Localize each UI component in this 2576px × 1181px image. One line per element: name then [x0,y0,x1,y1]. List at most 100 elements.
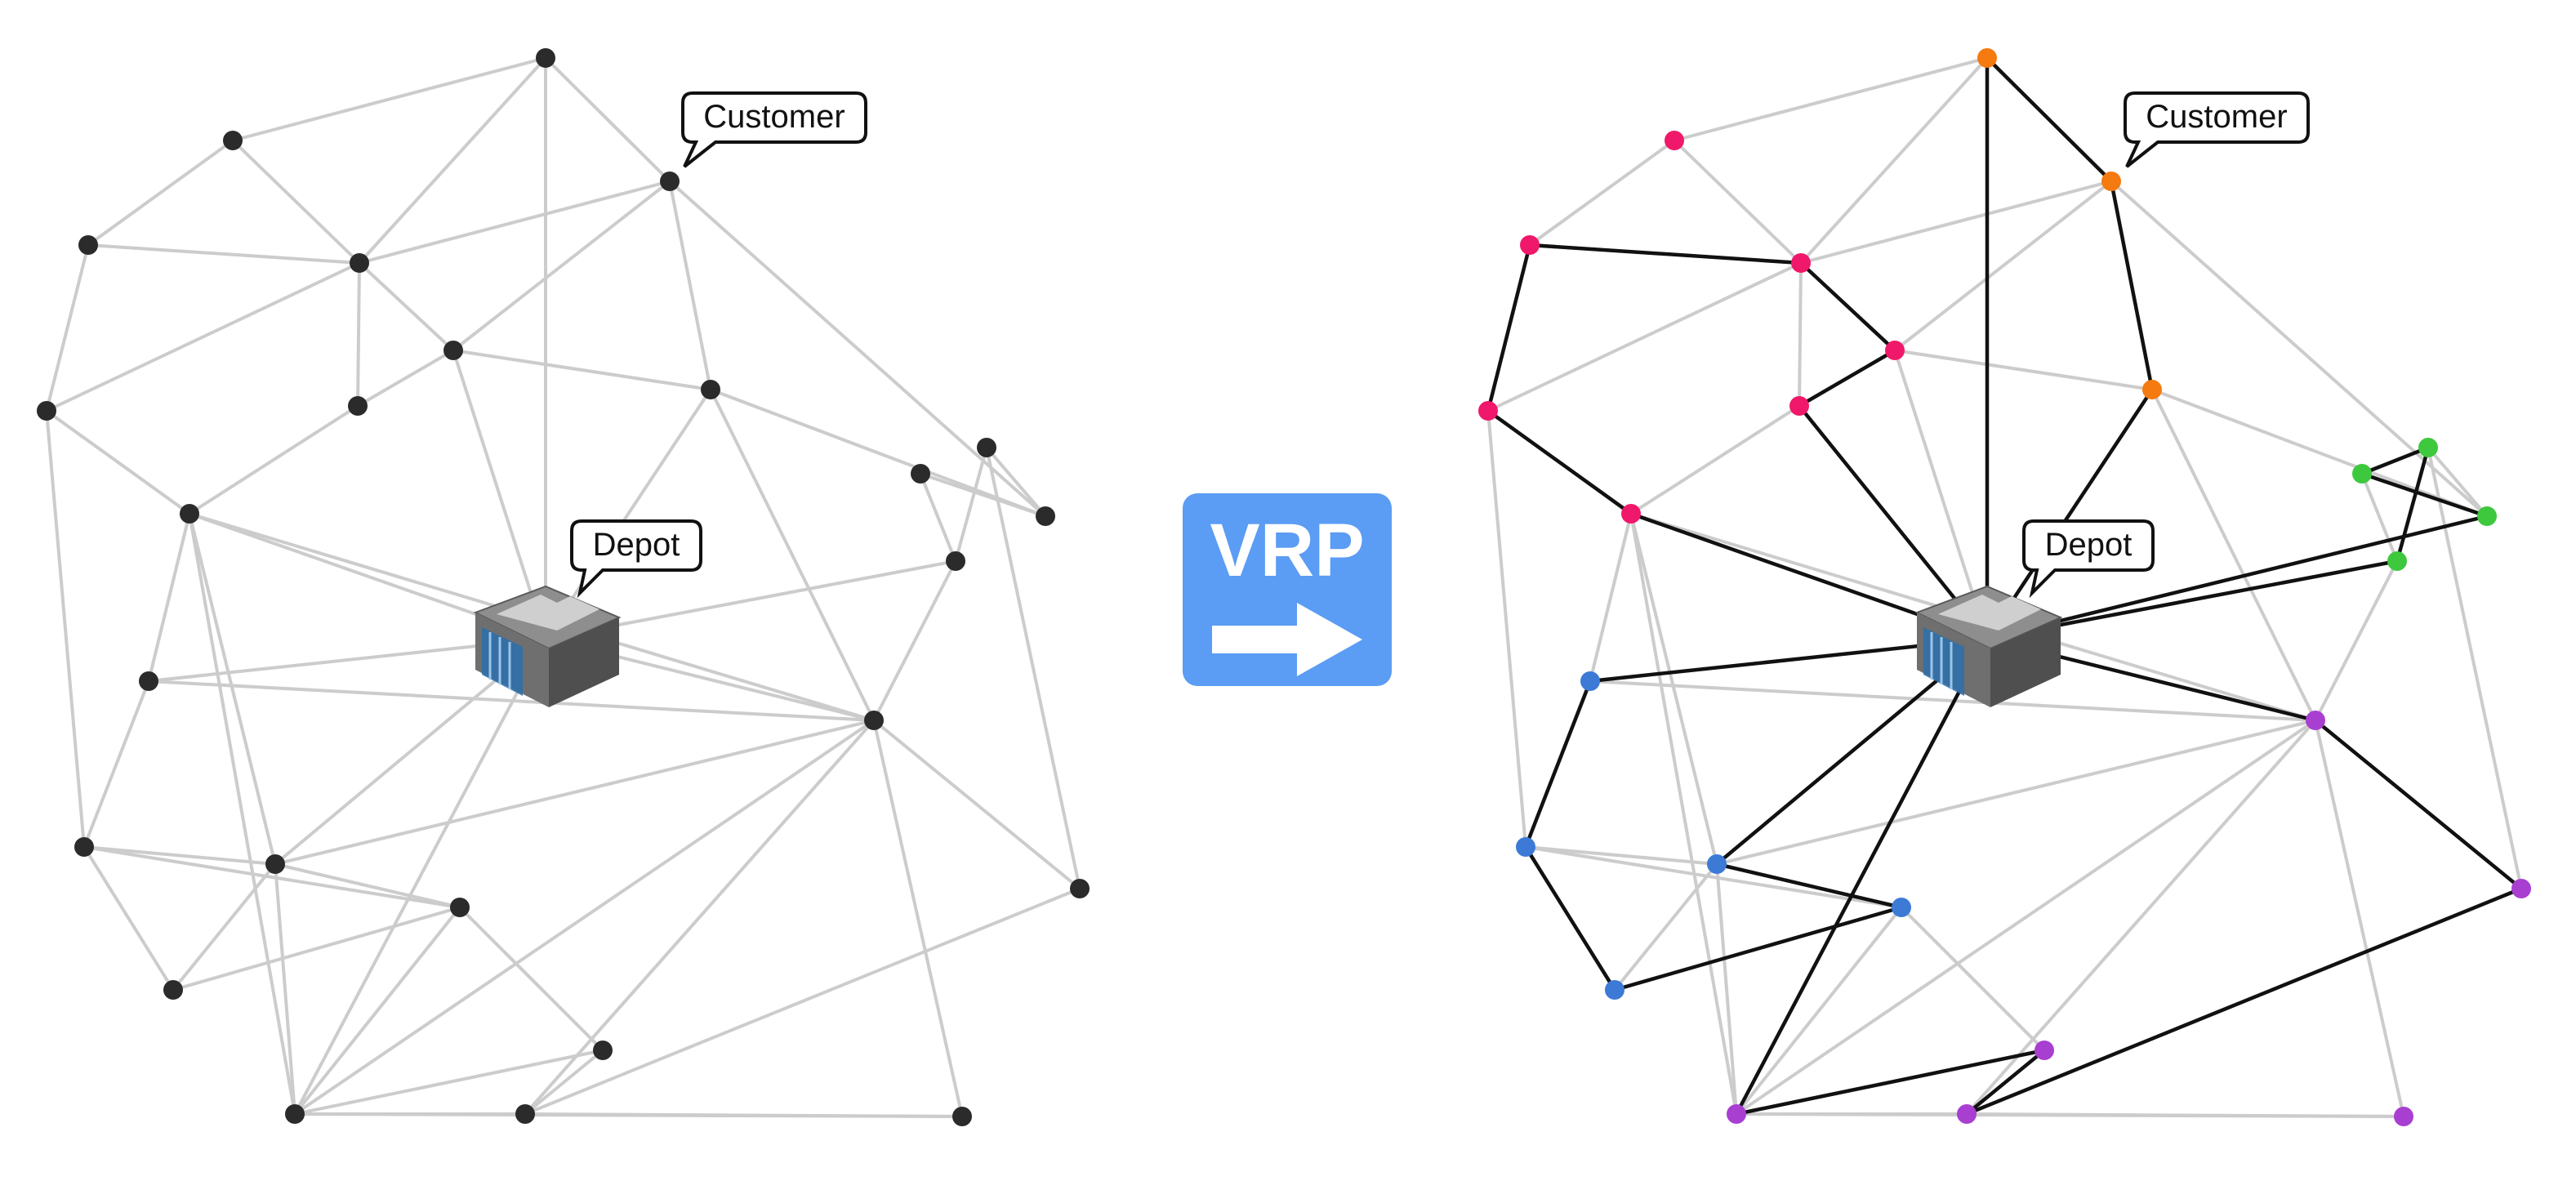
graph-edge-before [45,410,86,848]
customer-node-blue [1892,898,1911,917]
graph-edge-before [356,349,455,408]
graph-edge-after [1589,513,1633,682]
depot-label: Depot [593,527,680,563]
customer-node [1070,879,1090,898]
graph-edge-after [1798,262,1803,407]
graph-edge-before [452,349,711,391]
customer-node [593,1041,613,1060]
graph-edge-before [524,1049,604,1116]
route-edge [1798,349,1896,408]
customer-node [285,1104,305,1124]
customer-callout-after: Customer [2124,91,2310,168]
warehouse-icon [473,585,622,707]
customer-node-purple [1727,1104,1746,1124]
graph-edge-before [954,447,988,562]
customer-node-blue [1707,854,1727,874]
graph-edge-before [87,243,360,265]
route-edge [1966,886,2522,1116]
customer-node-purple [2394,1107,2413,1126]
route-edge [1736,1048,2045,1116]
arrow-right-icon [1212,603,1362,676]
graph-edge-after [2360,473,2399,562]
graph-edge-after [1528,139,1676,247]
graph-edge-before [524,887,1081,1116]
graph-edge-after [1735,906,1903,1116]
graph-edge-before [83,845,461,909]
customer-node-pink [1789,396,1809,416]
graph-edge-after [1716,719,2316,866]
graph-edge-before [985,446,1047,518]
edges-after [1486,56,2523,1118]
graph-edge-after [2427,447,2523,889]
graph-edge-before [293,638,547,1115]
graph-edge-before [188,404,359,515]
graph-edge-after [1629,404,1801,515]
edges-before [45,56,1081,1118]
depot-callout-after: Depot [2022,519,2155,599]
graph-edge-after [1673,139,1803,265]
graph-edge-before [293,719,876,1116]
panel-after [1478,48,2531,1126]
graph-edge-before [172,862,277,992]
customer-node-pink [1621,504,1641,524]
depot-callout-before: Depot [570,519,702,599]
route-edge [1985,56,2113,183]
graph-edge-before [188,513,296,1115]
route-edge [1799,261,1896,352]
graph-edge-before [544,56,671,183]
customer-node-green [2352,464,2372,484]
graph-edge-before [87,139,234,247]
graph-edge-before [274,862,461,909]
graph-edge-before [985,447,1081,889]
customer-node [977,438,996,457]
graph-edge-before [872,560,957,721]
graph-edge-before [293,906,461,1116]
graph-edge-after [1629,513,1738,1115]
customer-node-purple [2306,711,2325,730]
graph-edge-before [458,906,604,1052]
graph-edge-after [2151,388,2488,518]
route-edge [1486,409,1633,515]
graph-edge-after [2427,446,2489,518]
graph-edge-before [274,719,875,866]
route-edge [1614,905,1902,992]
graph-edge-before [82,680,150,848]
graph-edge-after [1487,261,1802,412]
customer-node-pink [1665,131,1684,150]
customer-node [450,898,470,917]
depot-after [1914,585,2063,707]
route-edge [2314,719,2523,890]
customer-node-orange [2142,380,2162,399]
customer-node-purple [2035,1041,2054,1060]
customer-node [74,837,94,857]
graph-edge-before [294,1049,604,1116]
route-edge [1716,862,1902,910]
customer-node [952,1107,972,1126]
customer-node-orange [2101,172,2121,191]
graph-edge-after [1629,513,1718,865]
graph-edge-before [358,56,547,265]
customer-node-pink [1885,341,1905,360]
graph-edge-after [1900,906,2046,1052]
customer-label: Customer [703,99,845,135]
customer-callout-before: Customer [681,91,867,168]
graph-edge-before [872,719,1081,890]
route-edge [1524,845,1616,992]
graph-edge-before [188,513,277,865]
route-edge [2361,471,2488,519]
graph-edge-before [452,350,547,640]
customer-node [180,504,199,524]
depot-before [473,585,622,707]
vrp-label: VRP [1210,509,1365,592]
graph-edge-after [1674,56,1988,142]
customer-node [911,464,930,484]
customer-node-green [2477,506,2497,526]
route-edge [2395,447,2431,562]
customer-node-green [2418,438,2438,457]
graph-edge-after [1525,845,1902,909]
graph-edge-before [710,388,1046,518]
customer-node [348,396,368,416]
graph-edge-after [1894,349,2153,391]
customer-node [223,131,243,150]
